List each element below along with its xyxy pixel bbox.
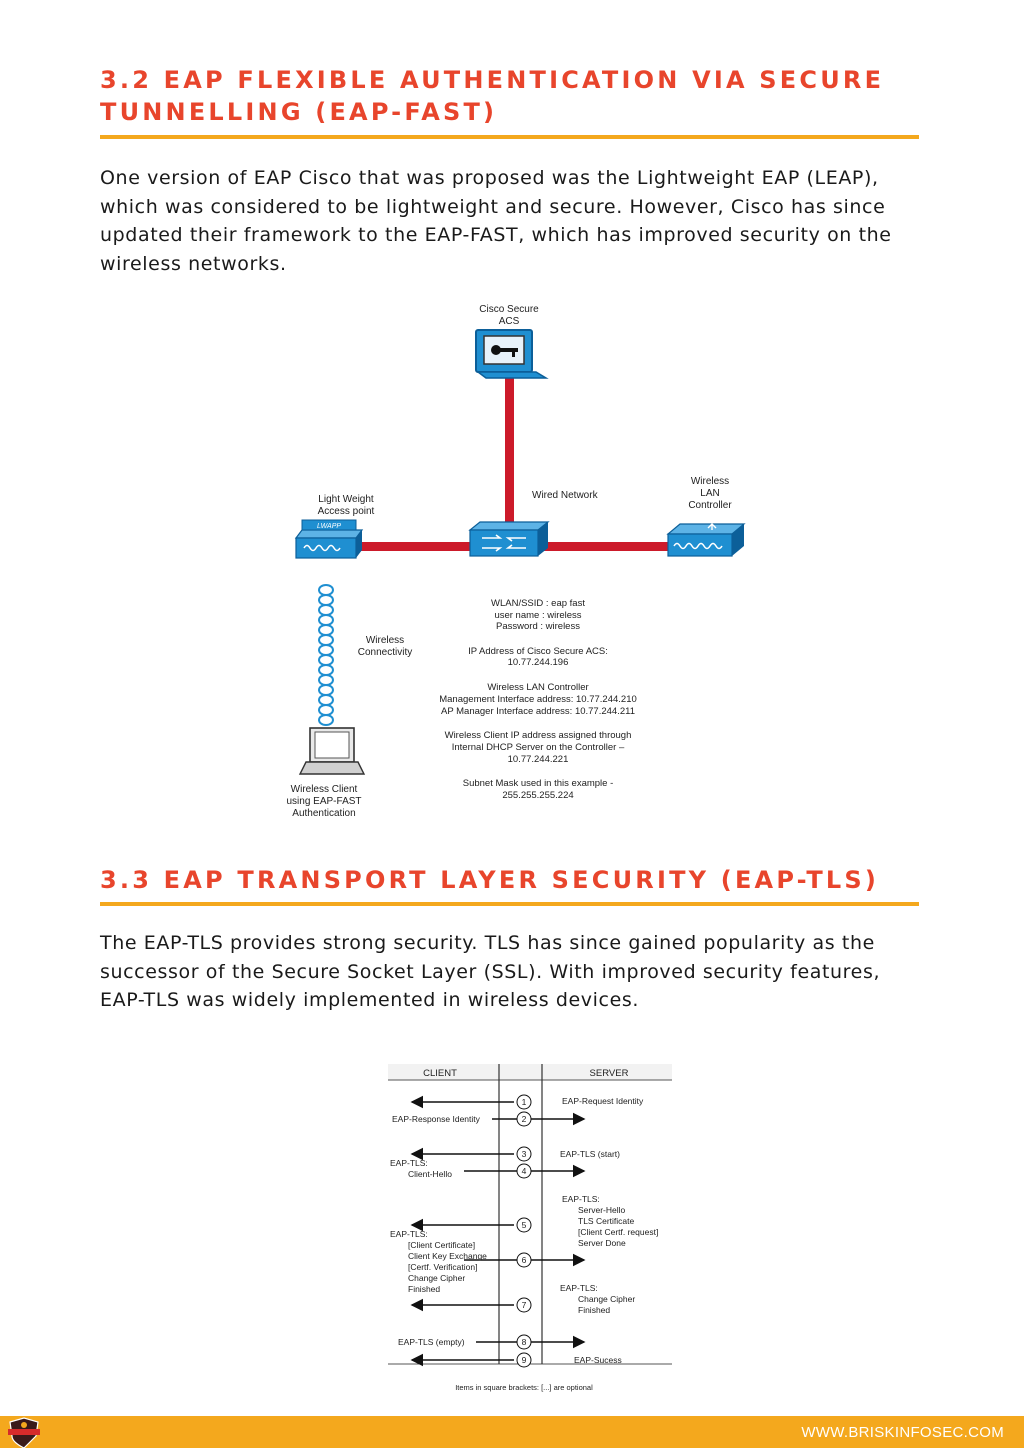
server-msg-5: Server-Hello: [578, 1205, 626, 1215]
client-label-1: Wireless Client: [291, 784, 358, 795]
step-number: 3: [522, 1149, 527, 1159]
server-msg-7: EAP-TLS:: [560, 1283, 598, 1293]
info-line: IP Address of Cisco Secure ACS:: [468, 646, 608, 657]
heading-line-1: 3.2 EAP FLEXIBLE AUTHENTICATION VIA SECU…: [100, 66, 885, 94]
step-circle: [516, 1252, 532, 1268]
step-circle: [516, 1297, 532, 1313]
server-msg-5: TLS Certificate: [578, 1216, 634, 1226]
connectivity-label-2: Connectivity: [358, 647, 412, 658]
client-msg-6: Client Key Exchange: [408, 1251, 487, 1261]
client-label-2: using EAP-FAST: [286, 796, 361, 807]
client-msg-6: Finished: [408, 1284, 440, 1294]
connectivity-label-1: Wireless: [366, 635, 404, 646]
step-number: 1: [522, 1097, 527, 1107]
link-switch-wlc: [536, 542, 671, 551]
client-header: CLIENT: [423, 1068, 457, 1079]
info-line: Wireless LAN Controller: [487, 682, 588, 693]
paragraph-eap-fast: One version of EAP Cisco that was propos…: [100, 167, 892, 275]
client-msg-6: EAP-TLS:: [390, 1229, 428, 1239]
client-msg-4: EAP-TLS:: [390, 1158, 428, 1168]
server-msg-5: [Client Certf. request]: [578, 1227, 658, 1237]
wireless-lan-controller-icon: [666, 523, 746, 557]
server-msg-5: EAP-TLS:: [562, 1194, 600, 1204]
client-msg-6: Change Cipher: [408, 1273, 465, 1283]
server-msg-7: Finished: [578, 1305, 610, 1315]
wired-network-label: Wired Network: [532, 490, 599, 501]
step-circle: [516, 1352, 532, 1368]
heading-rule: [100, 902, 919, 906]
client-msg-2: EAP-Response Identity: [392, 1114, 481, 1124]
server-header: SERVER: [590, 1068, 629, 1079]
website-link[interactable]: WWW.BRISKINFOSEC.COM: [801, 1424, 1004, 1441]
info-line: Subnet Mask used in this example -: [463, 778, 614, 789]
server-msg-5: Server Done: [578, 1238, 626, 1248]
info-line: WLAN/SSID : eap fast: [491, 598, 585, 609]
network-info-block: WLAN/SSID : eap fast user name : wireles…: [439, 598, 637, 801]
server-msg-1: EAP-Request Identity: [562, 1096, 644, 1106]
ap-badge: LWAPP: [317, 523, 341, 530]
heading-line-2: TUNNELLING (EAP-FAST): [100, 98, 498, 126]
step-number: 7: [522, 1300, 527, 1310]
acs-label-1: Cisco Secure: [479, 304, 539, 315]
link-acs-switch: [505, 376, 514, 546]
client-label-3: Authentication: [292, 808, 355, 819]
step-number: 6: [522, 1255, 527, 1265]
shield-logo-icon: [8, 1417, 40, 1448]
info-line: AP Manager Interface address: 10.77.244.…: [441, 706, 635, 717]
cisco-secure-acs-icon: [475, 329, 549, 379]
server-msg-7: Change Cipher: [578, 1294, 635, 1304]
info-line: 10.77.244.196: [508, 657, 569, 668]
wlc-label-1: Wireless: [691, 476, 729, 487]
info-line: Internal DHCP Server on the Controller –: [452, 742, 625, 753]
info-line: Password : wireless: [496, 621, 580, 632]
step-circle: [516, 1111, 532, 1127]
paragraph-eap-tls: The EAP-TLS provides strong security. TL…: [100, 932, 881, 1011]
info-line: 255.255.255.224: [502, 790, 573, 801]
client-msg-8: EAP-TLS (empty): [398, 1337, 465, 1347]
step-circle: [516, 1217, 532, 1233]
ap-label-2: Access point: [318, 506, 375, 517]
eap-tls-sequence-diagram: CLIENT SERVER 1 2 3 4 5 6 7 8 9: [388, 1064, 672, 1392]
client-msg-6: [Certf. Verification]: [408, 1262, 477, 1272]
eap-fast-network-diagram: Cisco Secure ACS Wired Network LWAPP Lig…: [286, 304, 746, 819]
server-msg-3: EAP-TLS (start): [560, 1149, 620, 1159]
info-line: user name : wireless: [494, 610, 581, 621]
step-number: 5: [522, 1220, 527, 1230]
footer-bar: WWW.BRISKINFOSEC.COM: [0, 1416, 1024, 1448]
ap-label-1: Light Weight: [318, 494, 374, 505]
info-line: Wireless Client IP address assigned thro…: [445, 730, 632, 741]
switch-icon: [468, 521, 550, 557]
wlc-label-3: Controller: [688, 500, 732, 511]
step-number: 4: [522, 1166, 527, 1176]
client-msg-4: Client-Hello: [408, 1169, 452, 1179]
laptop-icon: [298, 727, 366, 775]
step-number: 9: [522, 1355, 527, 1365]
server-msg-9: EAP-Sucess: [574, 1355, 622, 1365]
step-circle: [516, 1163, 532, 1179]
step-circle: [516, 1094, 532, 1110]
step-circle: [516, 1146, 532, 1162]
section-heading-eap-tls: 3.3 EAP TRANSPORT LAYER SECURITY (EAP-TL…: [100, 866, 880, 894]
step-number: 2: [522, 1114, 527, 1124]
access-point-icon: [294, 519, 364, 559]
client-msg-6: [Client Certificate]: [408, 1240, 475, 1250]
wlc-label-2: LAN: [700, 488, 719, 499]
acs-label-2: ACS: [499, 316, 520, 327]
optional-items-note: Items in square brackets: [...] are opti…: [455, 1383, 593, 1392]
heading-rule: [100, 135, 919, 139]
step-number: 8: [522, 1337, 527, 1347]
info-line: 10.77.244.221: [508, 754, 569, 765]
wireless-signal-icon: [318, 584, 334, 726]
step-circle: [516, 1334, 532, 1350]
link-ap-switch: [348, 542, 478, 551]
info-line: Management Interface address: 10.77.244.…: [439, 694, 637, 705]
section-heading-eap-fast: 3.2 EAP FLEXIBLE AUTHENTICATION VIA SECU…: [100, 64, 920, 128]
